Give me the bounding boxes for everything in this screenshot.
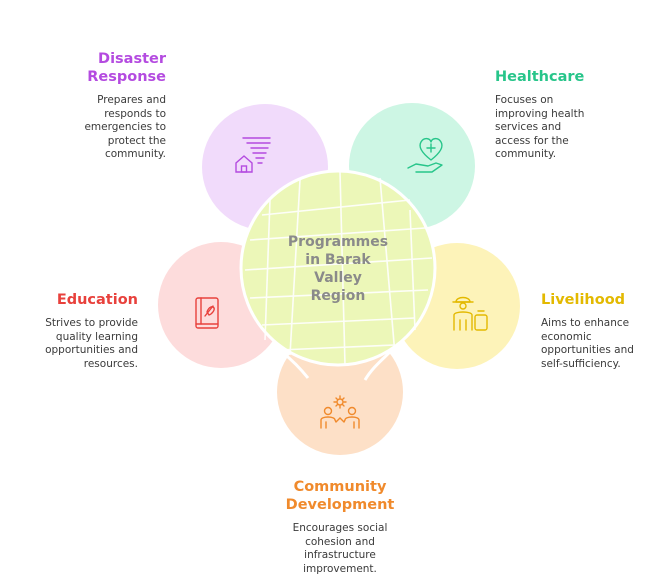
livelihood-title: Livelihood bbox=[541, 291, 653, 309]
education-description: Strives to provide quality learning oppo… bbox=[22, 317, 138, 371]
label-education: Education Strives to provide quality lea… bbox=[22, 291, 138, 371]
education-desc-line-2: quality learning bbox=[55, 330, 138, 343]
book-icon bbox=[195, 297, 219, 329]
healthcare-desc-line-1: Focuses on bbox=[495, 94, 554, 106]
people-gear-icon bbox=[320, 395, 360, 429]
center-title-line-3: Valley bbox=[314, 270, 362, 286]
education-title-line-1: Education bbox=[56, 292, 138, 308]
livelihood-description: Aims to enhance economic opportunities a… bbox=[541, 317, 653, 371]
education-desc-line-3: opportunities and bbox=[45, 344, 138, 356]
community-desc-line-4: improvement. bbox=[303, 562, 377, 575]
heart-hand-icon bbox=[407, 137, 443, 173]
disaster-desc-line-5: community. bbox=[104, 148, 166, 160]
livelihood-desc-line-2: economic bbox=[541, 330, 592, 343]
disaster-title-line-2: Response bbox=[87, 69, 166, 85]
healthcare-title-line-1: Healthcare bbox=[495, 69, 585, 85]
label-livelihood: Livelihood Aims to enhance economic oppo… bbox=[541, 291, 653, 371]
livelihood-title-line-1: Livelihood bbox=[541, 292, 626, 308]
community-desc-line-2: cohesion and bbox=[305, 535, 375, 548]
center-texture bbox=[244, 171, 433, 366]
disaster-title-line-1: Disaster bbox=[98, 51, 166, 67]
disaster-response-title: Disaster Response bbox=[40, 50, 166, 86]
education-title: Education bbox=[22, 291, 138, 309]
center-circle bbox=[241, 171, 435, 365]
healthcare-desc-line-2: improving health bbox=[495, 107, 585, 120]
center-title-line-2: in Barak bbox=[305, 252, 371, 268]
education-desc-line-4: resources. bbox=[83, 357, 138, 370]
label-healthcare: Healthcare Focuses on improving health s… bbox=[495, 68, 635, 162]
label-community-development: Community Development Encourages social … bbox=[260, 478, 420, 576]
center-title-line-1: Programmes bbox=[288, 234, 388, 250]
community-title-line-2: Development bbox=[285, 497, 395, 513]
disaster-desc-line-4: protect the bbox=[107, 134, 166, 147]
disaster-desc-line-2: responds to bbox=[104, 107, 166, 120]
disaster-desc-line-1: Prepares and bbox=[97, 94, 166, 106]
healthcare-title: Healthcare bbox=[495, 68, 635, 86]
disaster-desc-line-3: emergencies to bbox=[84, 121, 166, 133]
livelihood-desc-line-1: Aims to enhance bbox=[541, 317, 630, 329]
livelihood-desc-line-4: self-sufficiency. bbox=[541, 357, 621, 370]
healthcare-desc-line-3: services and bbox=[495, 121, 562, 133]
house-flood-icon bbox=[235, 137, 271, 173]
healthcare-desc-line-5: community. bbox=[495, 148, 557, 160]
community-development-title: Community Development bbox=[260, 478, 420, 514]
community-title-line-1: Community bbox=[293, 479, 387, 495]
center-title-line-4: Region bbox=[311, 288, 366, 304]
worker-icon bbox=[452, 296, 488, 331]
community-desc-line-1: Encourages social bbox=[292, 522, 388, 534]
community-development-description: Encourages social cohesion and infrastru… bbox=[260, 522, 420, 576]
healthcare-description: Focuses on improving health services and… bbox=[495, 94, 635, 162]
disaster-response-description: Prepares and responds to emergencies to … bbox=[40, 94, 166, 162]
label-disaster-response: Disaster Response Prepares and responds … bbox=[40, 50, 166, 162]
livelihood-desc-line-3: opportunities and bbox=[541, 344, 634, 356]
education-desc-line-1: Strives to provide bbox=[45, 317, 138, 329]
community-desc-line-3: infrastructure bbox=[304, 549, 376, 561]
healthcare-desc-line-4: access for the bbox=[495, 134, 569, 147]
